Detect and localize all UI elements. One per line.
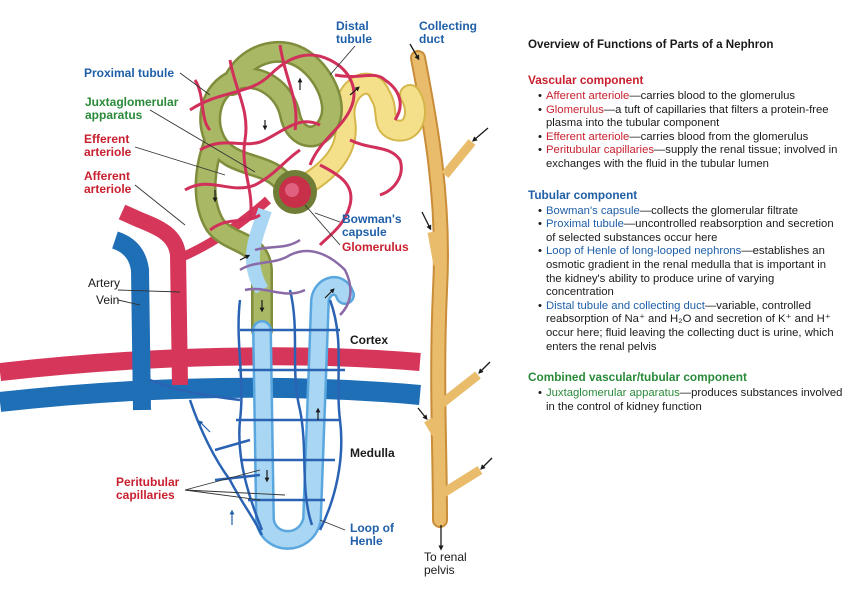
item-term: Efferent arteriole	[546, 130, 630, 143]
combined-heading: Combined vascular/tubular component	[528, 370, 747, 385]
label-efferent-arteriole: Efferent arteriole	[84, 132, 132, 159]
horizontal-vessels	[0, 347, 421, 412]
label-medulla: Medulla	[350, 446, 395, 460]
item-term: Distal tubule and collecting duct	[546, 299, 705, 312]
list-item: •Glomerulus—a tuft of capillaries that f…	[538, 103, 829, 130]
horizontal-artery	[0, 347, 421, 381]
label-proximal-tubule: Proximal tubule	[84, 66, 175, 80]
label-peritubular: Peritubular capillaries	[116, 475, 180, 502]
vascular-section: Vascular component •Afferent arteriole—c…	[524, 73, 844, 172]
item-term: Afferent arteriole	[546, 90, 630, 102]
list-item: •Proximal tubule—uncontrolled reabsorpti…	[538, 218, 834, 244]
item-text: —carries blood to the glomerulus	[629, 90, 796, 102]
panel-title: Overview of Functions of Parts of a Neph…	[528, 38, 774, 51]
label-afferent-arteriole: Afferent arteriole	[84, 169, 132, 196]
glomerulus-shape	[273, 170, 317, 214]
vascular-heading: Vascular component	[528, 73, 644, 87]
item-text: —establishes an osmotic gradient in the …	[546, 245, 827, 299]
vein-vessel	[111, 231, 151, 411]
flow-arrows	[212, 77, 360, 483]
capillary-network-red	[184, 44, 403, 247]
label-distal-tubule: Distal tubule	[336, 19, 372, 46]
capillary-network-purple	[239, 238, 352, 316]
horizontal-vein	[0, 377, 421, 412]
distal-tubule-shape	[294, 72, 426, 196]
list-item: •Bowman's capsule—collects the glomerula…	[538, 204, 799, 217]
tubular-section: Tubular component •Bowman's capsule—coll…	[524, 188, 844, 355]
item-text: —produces substances involved in the con…	[546, 387, 843, 413]
list-item: •Efferent arteriole—carries blood from t…	[538, 130, 809, 143]
label-artery: Artery	[88, 276, 121, 290]
list-item: •Loop of Henle of long-looped nephrons—e…	[538, 245, 827, 299]
artery-vessel	[118, 204, 188, 386]
label-juxtaglomerular: Juxtaglomerular apparatus	[85, 95, 179, 122]
item-term: Juxtaglomerular apparatus	[546, 387, 680, 400]
functions-panel: Overview of Functions of Parts of a Neph…	[524, 38, 844, 430]
list-item: •Peritubular capillaries—supply the rena…	[538, 144, 838, 170]
item-term: Peritubular capillaries	[546, 144, 654, 157]
label-to-renal-pelvis: To renal pelvis	[424, 550, 467, 577]
label-cortex: Cortex	[350, 333, 389, 347]
tubular-heading: Tubular component	[528, 187, 638, 202]
item-text: —carries blood from the glomerulus	[629, 130, 809, 143]
label-loop-of-henle: Loop of Henle	[350, 521, 394, 548]
leader-lines	[117, 45, 356, 531]
label-vein: Vein	[96, 293, 120, 307]
collecting-duct-shape	[409, 43, 493, 551]
list-item: •Distal tubule and collecting duct—varia…	[538, 299, 834, 353]
label-bowmans-capsule: Bowman's capsule	[342, 212, 402, 239]
label-glomerulus: Glomerulus	[342, 240, 409, 254]
item-text: —variable, controlled reabsorption of Na…	[546, 299, 834, 353]
item-term: Proximal tubule	[546, 218, 624, 231]
item-text: —uncontrolled reabsorption and secretion…	[546, 218, 834, 244]
item-text: —a tuft of capillaries that filters a pr…	[546, 103, 829, 130]
medulla-flow-arrows	[198, 420, 235, 525]
item-text: —collects the glomerular filtrate	[639, 204, 799, 217]
item-term: Bowman's capsule	[546, 204, 640, 217]
list-item: •Juxtaglomerular apparatus—produces subs…	[538, 387, 843, 413]
item-term: Glomerulus	[546, 103, 604, 116]
label-collecting-duct: Collecting duct	[419, 19, 478, 46]
item-term: Loop of Henle of long-looped nephrons	[546, 245, 742, 258]
item-text: —supply the renal tissue; involved in ex…	[546, 144, 838, 170]
list-item: •Afferent arteriole—carries blood to the…	[538, 90, 796, 102]
loop-of-henle-shape	[245, 207, 355, 550]
combined-section: Combined vascular/tubular component •Jux…	[524, 370, 844, 414]
